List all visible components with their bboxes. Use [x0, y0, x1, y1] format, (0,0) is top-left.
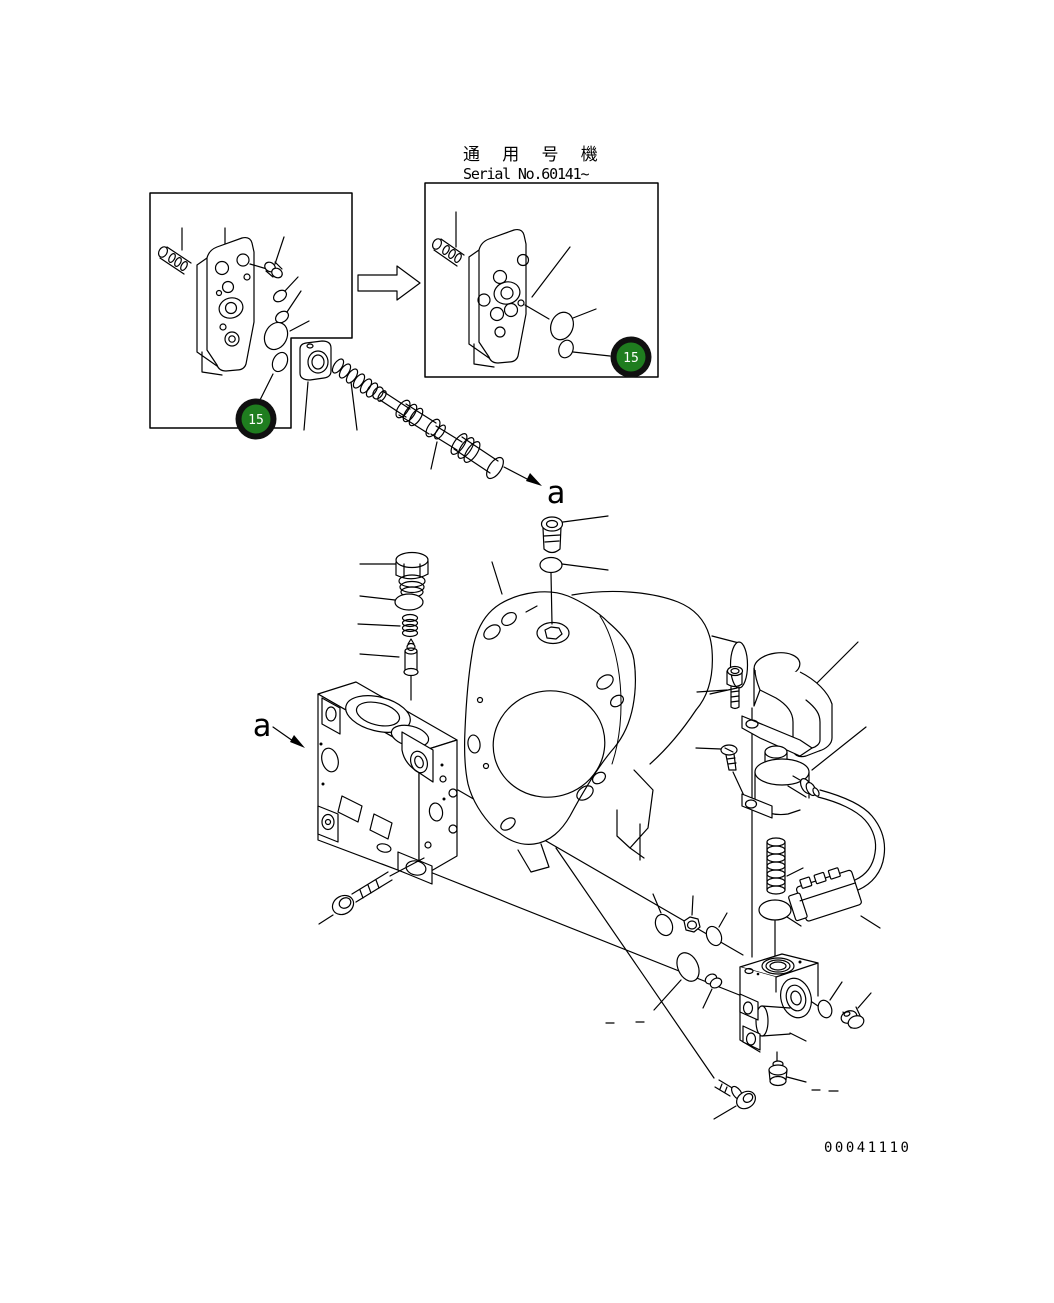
hex-socket-bolt	[696, 665, 744, 710]
o-ring	[539, 556, 609, 625]
valve-body	[739, 953, 819, 1053]
bottom-plug	[768, 1051, 807, 1087]
connector	[788, 867, 862, 922]
arrowhead-icon	[290, 735, 305, 748]
drawing-number: 00041110	[824, 1140, 911, 1156]
direction-a-left-label: a	[253, 708, 272, 744]
spool	[377, 390, 504, 480]
exploded-axis-lines	[429, 789, 753, 1079]
pump-top-bolt-and-oring	[539, 515, 609, 625]
left-side-seals	[652, 893, 728, 1011]
valve-plate	[468, 228, 571, 368]
plug-pin	[249, 236, 285, 279]
applicability-heading: 通 用 号 機	[463, 145, 604, 165]
o-ring	[359, 593, 424, 611]
return-spring	[766, 837, 804, 895]
mounting-bolt	[431, 211, 465, 267]
direction-a-top: a	[503, 466, 566, 511]
pump-housing	[464, 561, 749, 873]
part-callout-number: 15	[623, 351, 639, 366]
reference-dashes	[605, 1021, 839, 1092]
spool-assembly: a	[299, 340, 566, 511]
inset-box-old-spec: 15	[149, 192, 353, 440]
direction-a-left: a	[253, 708, 305, 748]
part-callout-badge-left[interactable]: 15	[235, 398, 277, 440]
bushing	[299, 340, 358, 431]
direction-a-top-label: a	[547, 475, 566, 511]
inset-box-new-spec: 15	[424, 182, 659, 378]
solenoid-cover-bracket	[741, 641, 859, 758]
bottom-bolt	[713, 1079, 756, 1120]
part-callout-badge-right[interactable]: 15	[610, 336, 652, 378]
solenoid-valve-body	[605, 893, 872, 1120]
spring	[331, 358, 384, 400]
right-side-seals	[817, 981, 872, 1029]
o-ring	[758, 899, 802, 957]
serial-range-label: Serial No.60141~	[463, 165, 589, 183]
valve-block-body	[317, 681, 458, 885]
arrowhead-icon	[526, 473, 542, 486]
hex-socket-bolt	[540, 515, 609, 554]
solenoid-coil	[741, 726, 867, 819]
solenoid-assembly	[695, 641, 886, 958]
o-rings	[524, 304, 611, 359]
socket-bolt	[318, 857, 425, 925]
poppet-valve	[359, 638, 419, 701]
part-callout-number: 15	[248, 413, 264, 428]
valve-plate	[196, 236, 255, 376]
o-rings	[259, 276, 310, 401]
wire-harness	[788, 789, 886, 929]
relief-valve-parts: a	[253, 551, 458, 925]
flat-head-screw	[695, 744, 747, 801]
plug	[359, 551, 429, 598]
mounting-bolt	[157, 227, 226, 275]
transfer-arrow-icon	[357, 265, 421, 301]
spring	[357, 613, 419, 638]
